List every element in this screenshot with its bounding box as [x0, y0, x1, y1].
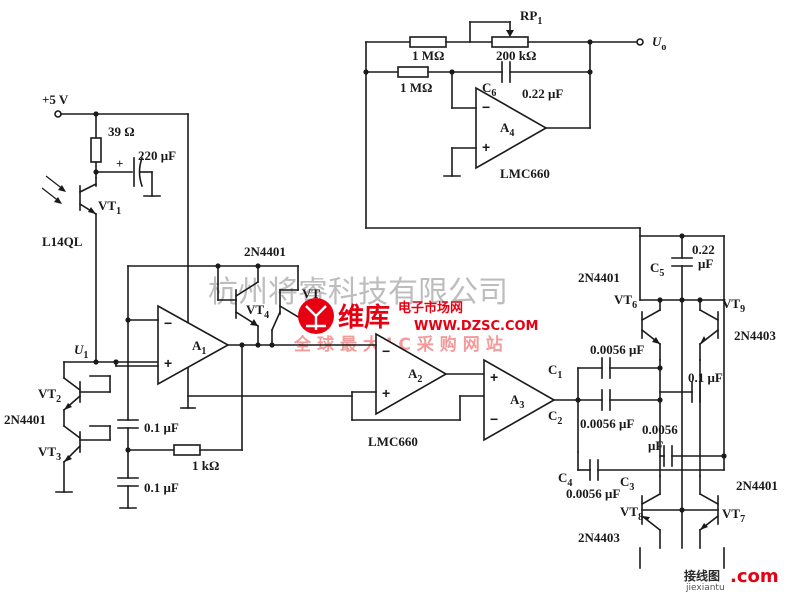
a2-minus: −: [382, 343, 390, 359]
n2n4401-left-label: 2N4401: [4, 412, 46, 427]
resistor-1m-mid: [397, 66, 429, 78]
a2-label: A2: [408, 366, 422, 385]
l14ql-label: L14QL: [42, 234, 83, 249]
opamp-a1: [157, 304, 230, 386]
resistor-39ohm: [90, 137, 102, 163]
watermark-url: WWW.DZSC.COM: [414, 319, 538, 334]
n2n4401-top-label: 2N4401: [244, 244, 286, 259]
n2n4401-right-top-label: 2N4401: [578, 270, 620, 285]
cap-220uf-plus: +: [116, 156, 123, 171]
vt4-section: 2N4401 VT4 VT: [217, 244, 320, 346]
watermark-brand: 维库: [338, 302, 390, 333]
cap-220uf-label: 220 μF: [138, 148, 176, 163]
resistor-1m-top: [409, 36, 447, 48]
a1-stage: − + A1 0.1 μF 1 kΩ 0.1 μF: [115, 263, 301, 509]
cap-c3-value-b: μF: [648, 438, 663, 453]
a1-plus: +: [164, 355, 172, 371]
c5-value-b: μF: [698, 256, 713, 271]
watermark-corner: 接线图 .com jiexiantu: [684, 566, 779, 592]
watermark-corner-url: jiexiantu: [685, 583, 725, 592]
watermark-sub: 全球最大IC采购网站: [293, 334, 509, 355]
c2-label: C2: [548, 408, 562, 427]
a3-label: A3: [510, 392, 524, 411]
watermark-corner-com: .com: [730, 566, 779, 587]
u1-label: U1: [74, 342, 88, 361]
watermark-corner-cn: 接线图: [684, 568, 720, 583]
a4-label: A4: [500, 120, 514, 139]
a4-stage: 1 MΩ RP1 200 kΩ Uo 1 MΩ C6 0.22 μF: [363, 8, 666, 229]
c3-label: C3: [620, 474, 634, 493]
c1-label: C1: [548, 362, 562, 381]
resistor-1k: [173, 444, 201, 456]
cap-01-right-label: 0.1 μF: [688, 370, 723, 385]
cap-01-bottom-label: 0.1 μF: [144, 480, 179, 495]
resistor-1m-top-label: 1 MΩ: [412, 48, 444, 63]
n2n4401-right-bottom-label: 2N4401: [736, 478, 778, 493]
a2-a3-stage: − + A2 LMC660 + − A3 C1 C2: [187, 332, 581, 453]
uo-label: Uo: [652, 34, 666, 53]
cap-01-top-label: 0.1 μF: [144, 420, 179, 435]
n2n4403-right-label: 2N4403: [734, 328, 776, 343]
output-terminal-uo: [636, 38, 644, 46]
a3-plus: +: [490, 369, 498, 385]
supply-terminal: [54, 110, 62, 118]
lmc660-top-label: LMC660: [500, 166, 550, 181]
vt-faint-label: VT: [302, 286, 320, 301]
c5-value-a: 0.22: [692, 242, 715, 257]
a1-minus: −: [164, 315, 172, 331]
vt3-label: VT3: [38, 444, 61, 463]
rp1-label: RP1: [520, 8, 542, 27]
vt4-label: VT4: [246, 302, 269, 321]
opamp-a4: [475, 86, 548, 170]
a2-plus: +: [382, 385, 390, 401]
opamp-a2: [375, 332, 448, 416]
potentiometer-rp1: [491, 36, 529, 48]
a4-minus: −: [482, 99, 490, 115]
vt9-label: VT9: [722, 296, 745, 315]
cap-c6-label: 0.22 μF: [522, 86, 563, 101]
vt6-label: VT6: [614, 292, 637, 311]
resistor-1m-mid-label: 1 MΩ: [400, 80, 432, 95]
opamp-a3: [483, 358, 556, 442]
c4-label: C4: [558, 470, 572, 489]
resistor-200k-label: 200 kΩ: [496, 48, 536, 63]
c5-label: C5: [650, 260, 664, 279]
cap-c3-value-a: 0.0056: [642, 422, 678, 437]
a1-label: A1: [192, 338, 206, 357]
c6-label: C6: [482, 80, 496, 99]
vt8-label: VT8: [620, 504, 643, 523]
cap-c2-label: 0.0056 μF: [580, 416, 634, 431]
watermark-dzsc: 维库 电子市场网 WWW.DZSC.COM 全球最大IC采购网站: [293, 298, 538, 355]
resistor-39ohm-label: 39 Ω: [108, 124, 135, 139]
a3-minus: −: [490, 411, 498, 427]
output-stage: C5 0.22 μF 2N4401 VT6 VT9 2N4403: [558, 227, 778, 569]
supply-label: +5 V: [42, 92, 69, 107]
input-diode-stack: U1 VT2 2N4401 VT3: [4, 342, 159, 493]
n2n4403-bottom-label: 2N4403: [578, 530, 620, 545]
cap-c1-label: 0.0056 μF: [590, 342, 644, 357]
cap-c4-label: 0.0056 μF: [566, 486, 620, 501]
lmc660-mid-label: LMC660: [368, 434, 418, 449]
vt2-label: VT2: [38, 386, 61, 405]
vt1-label: VT1: [98, 198, 121, 217]
a4-plus: +: [482, 139, 490, 155]
watermark-brand-right: 电子市场网: [398, 300, 463, 316]
resistor-1k-label: 1 kΩ: [192, 458, 219, 473]
vt7-label: VT7: [722, 506, 745, 525]
